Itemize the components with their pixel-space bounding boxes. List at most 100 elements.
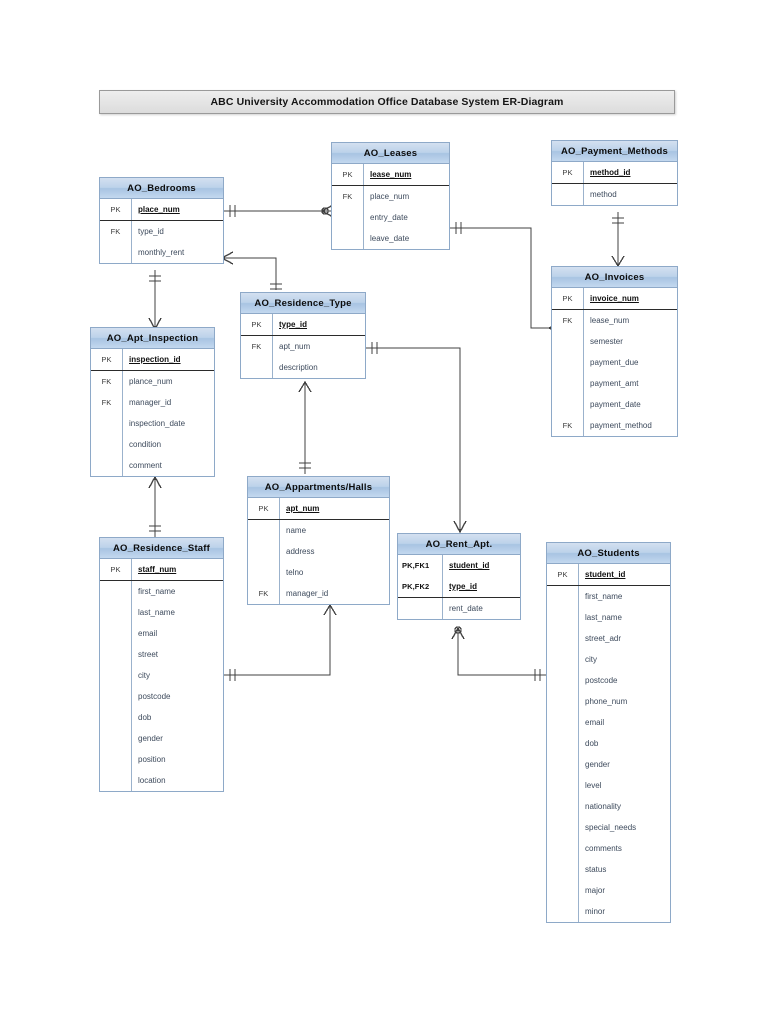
entity-title-ao-leases: AO_Leases	[332, 143, 449, 164]
attribute-row: city	[100, 665, 223, 686]
attribute-key-label: PK	[101, 355, 112, 364]
attribute-name-label: plance_num	[122, 371, 214, 392]
attribute-name-label: telno	[279, 562, 389, 583]
attribute-name-label: street_adr	[578, 628, 670, 649]
attribute-name-label: email	[578, 712, 670, 733]
entity-title-ao-bedrooms: AO_Bedrooms	[100, 178, 223, 199]
attribute-name-label: city	[131, 665, 223, 686]
entity-name-label: AO_Invoices	[584, 271, 645, 283]
attribute-row: minor	[547, 901, 670, 922]
attribute-name-label: lease_num	[363, 164, 449, 185]
attribute-row: city	[547, 649, 670, 670]
attribute-key-label: FK	[258, 589, 269, 598]
attribute-name-label: phone_num	[578, 691, 670, 712]
attribute-row: dob	[547, 733, 670, 754]
attribute-name-label: status	[578, 859, 670, 880]
attribute-name-label: place_num	[131, 199, 223, 220]
attribute-name-label: leave_date	[363, 228, 449, 249]
attribute-key-label: FK	[562, 316, 573, 325]
attribute-section: method	[552, 184, 677, 205]
attribute-row: gender	[547, 754, 670, 775]
attribute-row: FK plance_num	[91, 371, 214, 392]
attribute-key-label: FK	[101, 377, 112, 386]
entity-name-label: AO_Leases	[363, 147, 418, 159]
entity-title-ao-students: AO_Students	[547, 543, 670, 564]
edge-students-rentapt	[457, 628, 546, 676]
edge-leases-invoices	[450, 227, 551, 329]
attribute-row: status	[547, 859, 670, 880]
attribute-row: leave_date	[332, 228, 449, 249]
attribute-name-label: last_name	[578, 607, 670, 628]
attribute-name-label: special_needs	[578, 817, 670, 838]
attribute-name-label: method_id	[583, 162, 677, 183]
attribute-row: special_needs	[547, 817, 670, 838]
attribute-key-label: FK	[101, 398, 112, 407]
attribute-name-label: condition	[122, 434, 214, 455]
entity-name-label: AO_Appartments/Halls	[264, 481, 373, 493]
attribute-row: inspection_date	[91, 413, 214, 434]
attribute-name-label: postcode	[131, 686, 223, 707]
attribute-name-label: name	[279, 520, 389, 541]
attribute-name-label: invoice_num	[583, 288, 677, 309]
attribute-name-label: place_num	[363, 186, 449, 207]
attribute-row: PK invoice_num	[552, 288, 677, 309]
attribute-name-label: dob	[131, 707, 223, 728]
attribute-section: rent_date	[398, 598, 520, 619]
entity-name-label: AO_Students	[577, 547, 640, 559]
attribute-name-label: payment_amt	[583, 373, 677, 394]
entity-name-label: AO_Payment_Methods	[560, 145, 669, 157]
primary-key-section: PK invoice_num	[552, 288, 677, 310]
attribute-row: last_name	[100, 602, 223, 623]
attribute-row: FK manager_id	[248, 583, 389, 604]
attribute-name-label: manager_id	[279, 583, 389, 604]
attribute-row: condition	[91, 434, 214, 455]
attribute-name-label: apt_num	[279, 498, 389, 519]
attribute-row: semester	[552, 331, 677, 352]
attribute-row: level	[547, 775, 670, 796]
entity-name-label: AO_Apt_Inspection	[106, 332, 199, 344]
entity-name-label: AO_Bedrooms	[127, 182, 196, 194]
attribute-row: description	[241, 357, 365, 378]
attribute-name-label: type_id	[272, 314, 365, 335]
attribute-key-label: FK	[110, 227, 121, 236]
attribute-name-label: entry_date	[363, 207, 449, 228]
entity-title-ao-apt-inspection: AO_Apt_Inspection	[91, 328, 214, 349]
attribute-name-label: position	[131, 749, 223, 770]
attribute-name-label: type_id	[131, 221, 223, 242]
attribute-name-label: nationality	[578, 796, 670, 817]
attribute-row: entry_date	[332, 207, 449, 228]
edge-staff-appartments	[224, 607, 331, 676]
attribute-key-label: PK	[562, 294, 573, 303]
attribute-key-label: PK	[110, 565, 121, 574]
attribute-name-label: semester	[583, 331, 677, 352]
